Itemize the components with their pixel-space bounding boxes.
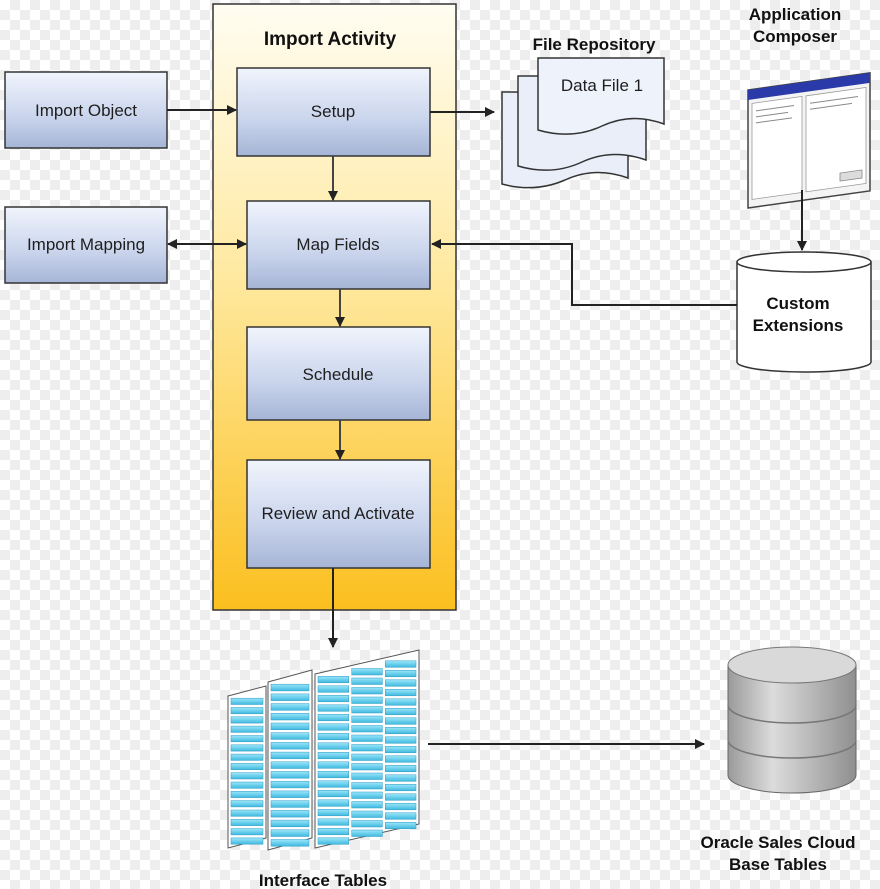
import-mapping-box[interactable]: Import Mapping <box>4 206 168 284</box>
step-map-fields-label: Map Fields <box>296 235 379 254</box>
base-tables-database-icon <box>727 646 857 794</box>
data-file-sheet-front <box>537 57 665 135</box>
step-schedule-label: Schedule <box>303 365 374 384</box>
step-schedule[interactable]: Schedule <box>246 326 431 421</box>
custom-extensions-line1: Custom <box>766 294 829 313</box>
interface-tables-label: Interface Tables <box>259 871 387 889</box>
interface-table-1 <box>227 685 267 849</box>
base-tables-line2: Base Tables <box>729 855 827 874</box>
import-object-label: Import Object <box>35 101 137 120</box>
composer-title-line2: Composer <box>753 27 837 46</box>
step-setup-label: Setup <box>311 102 355 121</box>
import-activity-title: Import Activity <box>264 29 397 50</box>
application-composer: Application Composer <box>747 5 871 209</box>
composer-title-line1: Application <box>749 5 842 24</box>
step-review-activate[interactable]: Review and Activate <box>246 459 431 569</box>
import-mapping-label: Import Mapping <box>27 235 145 254</box>
interface-table-2 <box>267 669 313 851</box>
file-repository-title: File Repository <box>533 35 656 54</box>
file-repository: File Repository Data File 1 <box>501 35 665 189</box>
import-object-box[interactable]: Import Object <box>4 71 168 149</box>
base-tables-line1: Oracle Sales Cloud <box>701 833 856 852</box>
custom-extensions-cylinder: Custom Extensions <box>736 251 872 373</box>
step-review-activate-label: Review and Activate <box>261 504 414 523</box>
composer-window-icon <box>747 71 871 209</box>
custom-extensions-line2: Extensions <box>753 316 844 335</box>
step-map-fields[interactable]: Map Fields <box>246 200 431 290</box>
interface-table-3 <box>314 649 420 849</box>
interface-tables-graphic <box>227 649 420 851</box>
data-file-label: Data File 1 <box>561 76 643 95</box>
step-setup[interactable]: Setup <box>236 67 431 157</box>
extensions-to-map-fields-arrow <box>431 239 737 306</box>
